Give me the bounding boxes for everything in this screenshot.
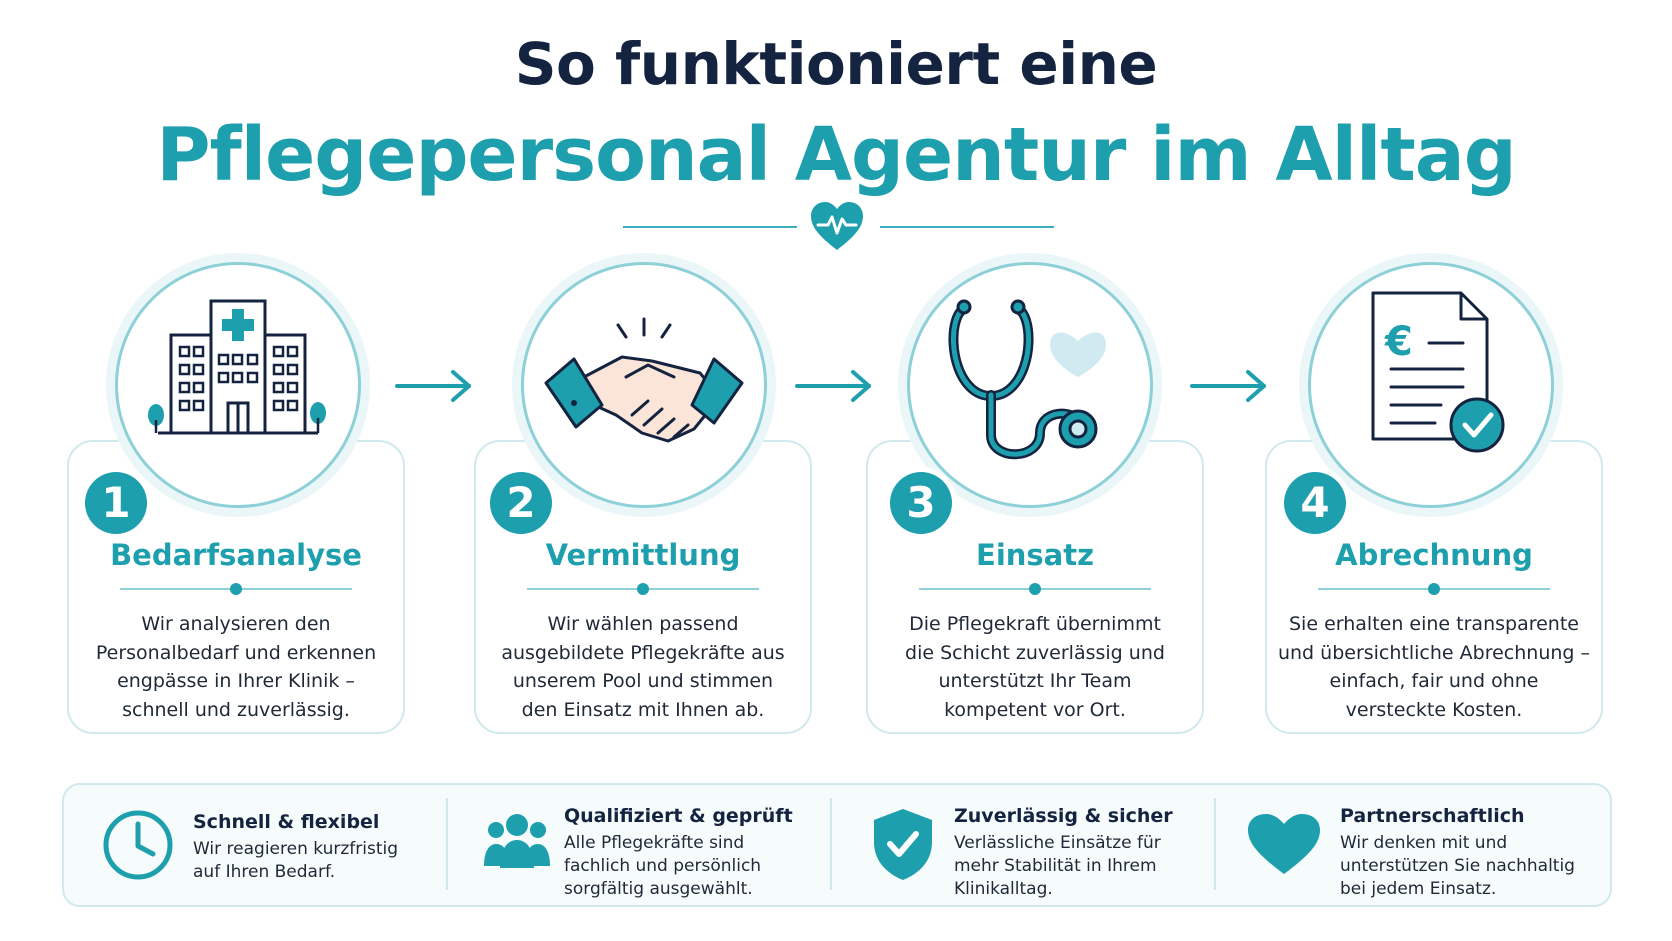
step-number-2: 2	[490, 472, 552, 534]
header-divider-right	[880, 226, 1054, 228]
page-subtitle: Pflegepersonal Agentur im Alltag	[156, 112, 1516, 198]
benefit-text-4: Wir denken mit und unterstützen Sie nach…	[1340, 833, 1575, 899]
svg-text:€: €	[1384, 319, 1413, 365]
page-title: So funktioniert eine	[514, 30, 1158, 98]
benefits-divider	[446, 798, 448, 890]
step-description-2: Wir wählen passend ausgebildete Pflegekr…	[501, 613, 785, 721]
benefits-divider	[1214, 798, 1216, 890]
benefit-title-1: Schnell & flexibel	[193, 811, 380, 833]
step-separator-dot	[1029, 583, 1041, 595]
euro-invoice-icon: €	[1371, 291, 1505, 453]
step-circle-1	[115, 262, 361, 508]
clock-icon	[103, 810, 173, 880]
benefit-text-3: Verlässliche Einsätze für mehr Stabilitä…	[954, 833, 1161, 899]
team-icon	[484, 814, 550, 868]
benefit-text-1: Wir reagieren kurzfristig auf Ihren Beda…	[193, 839, 399, 882]
step-separator-dot	[230, 583, 242, 595]
step-description-3: Die Pflegekraft übernimmt die Schicht zu…	[905, 613, 1165, 721]
step-number-1: 1	[85, 472, 147, 534]
step-title-3: Einsatz	[976, 538, 1094, 572]
benefit-title-4: Partnerschaftlich	[1340, 805, 1525, 827]
benefits-divider	[830, 798, 832, 890]
step-title-1: Bedarfsanalyse	[110, 538, 362, 572]
step-number-3: 3	[890, 472, 952, 534]
step-number-4: 4	[1284, 472, 1346, 534]
shield-check-icon	[874, 809, 932, 880]
step-circle-3	[907, 262, 1153, 508]
step-title-4: Abrechnung	[1335, 538, 1533, 572]
step-description-4: Sie erhalten eine transparente und übers…	[1277, 613, 1591, 721]
header-divider-left	[623, 226, 797, 228]
arrow-right-icon	[395, 370, 471, 402]
benefits-bar	[62, 783, 1612, 907]
step-description-1: Wir analysieren den Personalbedarf und e…	[95, 613, 377, 721]
heartbeat-icon	[811, 202, 863, 250]
step-separator-dot	[637, 583, 649, 595]
benefit-title-3: Zuverlässig & sicher	[954, 805, 1173, 827]
step-title-2: Vermittlung	[545, 538, 741, 572]
heart-icon	[1248, 814, 1320, 874]
step-circle-2	[521, 262, 767, 508]
arrow-right-icon	[1190, 370, 1266, 402]
benefit-text-2: Alle Pflegekräfte sind fachlich und pers…	[564, 833, 762, 899]
step-separator-dot	[1428, 583, 1440, 595]
arrow-right-icon	[795, 370, 871, 402]
hospital-building-icon	[148, 299, 326, 435]
step-circle-4: €	[1308, 262, 1554, 508]
stethoscope-icon	[948, 299, 1106, 460]
handshake-icon	[544, 317, 744, 443]
benefit-title-2: Qualifiziert & geprüft	[564, 805, 793, 827]
